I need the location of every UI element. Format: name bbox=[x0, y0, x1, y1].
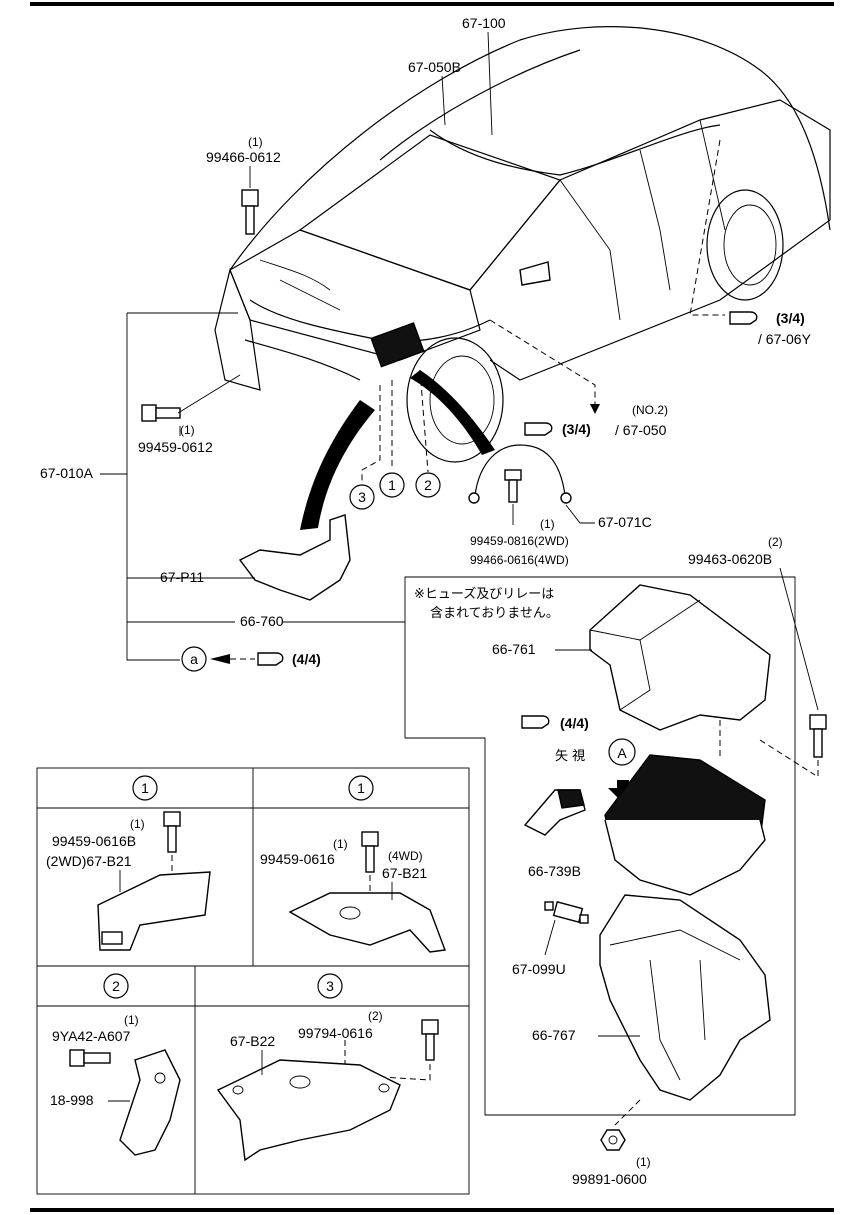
ref-part-67-06y: / 67-06Y bbox=[758, 331, 812, 347]
svg-text:2: 2 bbox=[424, 477, 432, 493]
callout-1: 1 bbox=[379, 472, 405, 498]
bracket-18-998 bbox=[119, 1049, 181, 1156]
bracket-67-b21-4wd bbox=[288, 892, 446, 953]
bolt5-qty: (1) bbox=[636, 1155, 651, 1169]
hand-pointer-icon bbox=[524, 422, 553, 436]
bolt3-qty: (1) bbox=[540, 517, 555, 531]
detail-1-4wd-bolt: 99459-0616 bbox=[260, 851, 335, 867]
top-rule bbox=[30, 2, 834, 6]
detail-2-bolt: 9YA42-A607 bbox=[52, 1028, 131, 1044]
car-illustration bbox=[214, 26, 831, 530]
detail-2-part: 18-998 bbox=[50, 1092, 94, 1108]
svg-text:2: 2 bbox=[112, 978, 120, 994]
label-67-100: 67-100 bbox=[462, 15, 506, 31]
ref-page-3-4-b: (3/4) bbox=[562, 421, 591, 437]
bolt-icon bbox=[163, 811, 181, 853]
ref-page-4-4-a: (4/4) bbox=[292, 651, 321, 667]
svg-text:A: A bbox=[617, 745, 627, 761]
detail-1-2wd-bolt: 99459-0616B bbox=[52, 833, 136, 849]
detail-3-number: 3 bbox=[317, 973, 343, 999]
svg-text:3: 3 bbox=[358, 489, 366, 505]
detail-2-number: 2 bbox=[103, 973, 129, 999]
bolt2-icon bbox=[141, 404, 181, 422]
bolt3-4wd: 99466-0616(4WD) bbox=[470, 553, 569, 567]
bolt2-qty: (1) bbox=[180, 423, 195, 437]
fuse-note-line1: ※ヒューズ及びリレーは bbox=[414, 586, 554, 602]
detail-1-2wd-bracket: (2WD)67-B21 bbox=[46, 853, 132, 869]
detail-3-bracket: 67-B22 bbox=[230, 1033, 275, 1049]
ref-part-67-050: / 67-050 bbox=[615, 422, 667, 438]
bolt1-icon bbox=[241, 189, 259, 235]
bolt3-2wd: 99459-0816(2WD) bbox=[470, 534, 569, 548]
label-66-739b: 66-739B bbox=[528, 863, 581, 879]
label-67-050b: 67-050B bbox=[408, 59, 461, 75]
detail-1-4wd-number: 1 bbox=[348, 775, 374, 801]
ground-strap-67-071c bbox=[468, 444, 572, 504]
detail-3-bolt: 99794-0616 bbox=[298, 1025, 373, 1041]
callout-3: 3 bbox=[349, 484, 375, 510]
svg-text:1: 1 bbox=[141, 780, 149, 796]
bolt4-icon bbox=[809, 714, 827, 758]
bolt1-number: 99466-0612 bbox=[206, 149, 281, 165]
svg-text:1: 1 bbox=[388, 477, 396, 493]
ref-page-3-4-a: (3/4) bbox=[776, 310, 805, 326]
bolt5-number: 99891-0600 bbox=[572, 1171, 647, 1187]
detail-1-2wd-qty: (1) bbox=[130, 817, 145, 831]
bolt-icon bbox=[361, 831, 379, 873]
detail-1-4wd-qty: (1) bbox=[333, 837, 348, 851]
label-66-761: 66-761 bbox=[492, 641, 536, 657]
bolt1-qty: (1) bbox=[248, 135, 263, 149]
callout-a: a bbox=[181, 646, 207, 672]
view-label: 矢 視 bbox=[555, 749, 585, 764]
bolt-icon bbox=[69, 1049, 111, 1067]
hand-pointer-icon bbox=[257, 652, 284, 666]
svg-text:1: 1 bbox=[357, 780, 365, 796]
bottom-rule bbox=[30, 1208, 834, 1212]
ref-no2: (NO.2) bbox=[632, 403, 668, 417]
label-67-p11: 67-P11 bbox=[160, 569, 204, 585]
callout-2: 2 bbox=[415, 472, 441, 498]
detail-1-2wd-number: 1 bbox=[132, 775, 158, 801]
fuse-note-line2: 含まれておりません。 bbox=[430, 605, 559, 621]
fuse-box-panel bbox=[404, 576, 796, 1116]
bolt4-qty: (2) bbox=[768, 535, 783, 549]
view-a-callout: A bbox=[608, 738, 636, 766]
label-66-760: 66-760 bbox=[240, 613, 284, 629]
bolt2-number: 99459-0612 bbox=[138, 439, 213, 455]
bracket-67-b22 bbox=[216, 1059, 401, 1162]
bracket-67-b21-2wd bbox=[97, 871, 211, 951]
detail-grid bbox=[36, 767, 470, 1195]
nut-icon bbox=[600, 1129, 626, 1151]
label-66-767: 66-767 bbox=[532, 1027, 576, 1043]
label-67-010a: 67-010A bbox=[40, 465, 94, 481]
label-67-099u: 67-099U bbox=[512, 961, 566, 977]
detail-1-4wd-variant: (4WD) bbox=[388, 849, 423, 863]
fuse-cover-66-761 bbox=[589, 584, 771, 731]
bracket-67-p11 bbox=[238, 514, 351, 601]
detail-3-qty: (2) bbox=[368, 1009, 383, 1023]
svg-text:a: a bbox=[190, 651, 198, 667]
bolt4-number: 99463-0620B bbox=[688, 551, 772, 567]
ref-page-4-4-b: (4/4) bbox=[560, 715, 589, 731]
label-67-071c: 67-071C bbox=[598, 514, 652, 530]
lower-case-66-767 bbox=[599, 894, 771, 1101]
hand-pointer-icon bbox=[729, 311, 758, 325]
hand-pointer-icon bbox=[521, 715, 550, 729]
detail-2-qty: (1) bbox=[124, 1013, 139, 1027]
relay-67-099u bbox=[544, 901, 589, 924]
bolt-icon bbox=[421, 1019, 439, 1061]
svg-text:3: 3 bbox=[326, 978, 334, 994]
detail-1-4wd-bracket: 67-B21 bbox=[382, 865, 427, 881]
